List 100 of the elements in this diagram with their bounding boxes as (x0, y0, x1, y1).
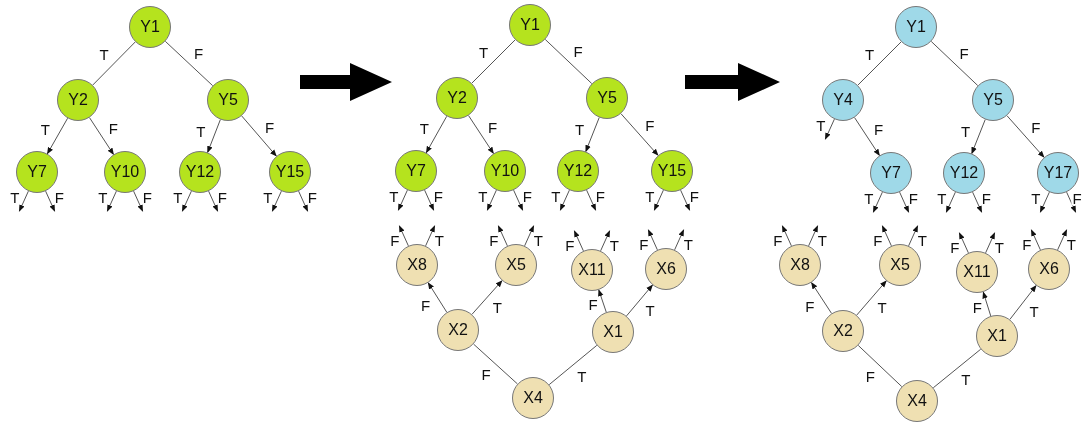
tree-node: Y12 (179, 151, 221, 193)
arrow (908, 225, 919, 247)
edge-label: F (564, 237, 576, 253)
arrow (18, 190, 29, 212)
tree-node: X11 (956, 251, 998, 293)
tree-node: Y7 (16, 151, 58, 193)
arrow (674, 229, 685, 251)
edge-label: F (772, 232, 784, 248)
arrow (1009, 285, 1037, 320)
edge-label: T (916, 232, 928, 248)
tree-node: Y10 (484, 150, 526, 192)
arrow (471, 280, 503, 315)
arrow (181, 190, 192, 212)
arrow (598, 289, 607, 313)
tree-node: Y5 (207, 79, 249, 121)
arrow (425, 225, 436, 247)
arrow (647, 229, 658, 251)
arrow (881, 225, 892, 247)
arrow (899, 191, 910, 213)
arrow (972, 191, 983, 213)
arrow (513, 189, 524, 211)
arrow (872, 191, 883, 213)
arrow (497, 225, 508, 247)
edge-label: F (949, 239, 961, 255)
arrow (298, 190, 309, 212)
arrow (46, 117, 69, 155)
edge-label: F (1021, 236, 1033, 252)
tree-node: Y17 (1037, 152, 1079, 194)
arrow (586, 189, 597, 211)
tree-node: Y2 (436, 77, 478, 119)
tree-node: Y1 (509, 4, 551, 46)
edge-label: F (488, 232, 500, 248)
arrow (133, 190, 144, 212)
arrow (781, 225, 792, 247)
tree-node: Y7 (395, 150, 437, 192)
arrow (680, 189, 691, 211)
tree-node: Y5 (972, 79, 1014, 121)
arrow (1066, 191, 1077, 213)
tree-node: Y12 (943, 152, 985, 194)
arrow (856, 280, 887, 316)
edge-label: T (816, 232, 828, 248)
arrow (1006, 115, 1045, 158)
tree-node: Y12 (557, 150, 599, 192)
tree-node: X8 (396, 244, 438, 286)
tree-node: Y15 (651, 150, 693, 192)
tree-node: Y4 (822, 79, 864, 121)
edge-label: F (872, 232, 884, 248)
tree-node: X2 (822, 310, 864, 352)
arrow (810, 282, 833, 314)
arrow (653, 189, 664, 211)
tree-node: X1 (976, 315, 1018, 357)
arrow (208, 190, 219, 212)
edge-label: T (608, 237, 620, 253)
arrow (1057, 229, 1068, 251)
arrow (1039, 191, 1050, 213)
arrow (585, 117, 600, 153)
arrow (271, 190, 282, 212)
arrow (985, 232, 996, 254)
arrow (486, 189, 497, 211)
arrow (824, 118, 835, 140)
tree-node: X5 (879, 244, 921, 286)
tree-node: Y1 (895, 6, 937, 48)
tree-node: X1 (592, 311, 634, 353)
arrow (397, 189, 408, 211)
edge-label: T (1065, 236, 1077, 252)
arrow (425, 115, 448, 154)
tree-node: X11 (571, 249, 613, 291)
arrow (945, 191, 956, 213)
arrow (854, 117, 880, 157)
arrow (45, 190, 56, 212)
tree-node: Y2 (57, 79, 99, 121)
tree-node: X8 (779, 244, 821, 286)
arrow (620, 113, 659, 156)
tree-node: Y5 (586, 77, 628, 119)
arrow (958, 232, 969, 254)
edge-label: F (389, 232, 401, 248)
arrow (1030, 229, 1041, 251)
edge-label: T (433, 232, 445, 248)
arrow (106, 190, 117, 212)
arrow (468, 115, 494, 155)
edge-label: T (682, 236, 694, 252)
tree-node: X5 (495, 244, 537, 286)
tree-node: X6 (1028, 248, 1070, 290)
arrow (241, 115, 277, 157)
tree-node: Y7 (870, 152, 912, 194)
arrow (971, 119, 986, 155)
tree-node: X6 (645, 248, 687, 290)
arrow (600, 230, 611, 252)
arrow (982, 291, 992, 317)
arrow (626, 284, 653, 317)
arrow (398, 225, 409, 247)
tree-node: X4 (896, 380, 938, 422)
edge-label: F (638, 236, 650, 252)
arrow (524, 225, 535, 247)
arrow (559, 189, 570, 211)
arrow (424, 189, 435, 211)
arrow (573, 230, 584, 252)
tree-node: X2 (437, 309, 479, 351)
arrow (207, 119, 221, 154)
tree-node: Y1 (129, 6, 171, 48)
